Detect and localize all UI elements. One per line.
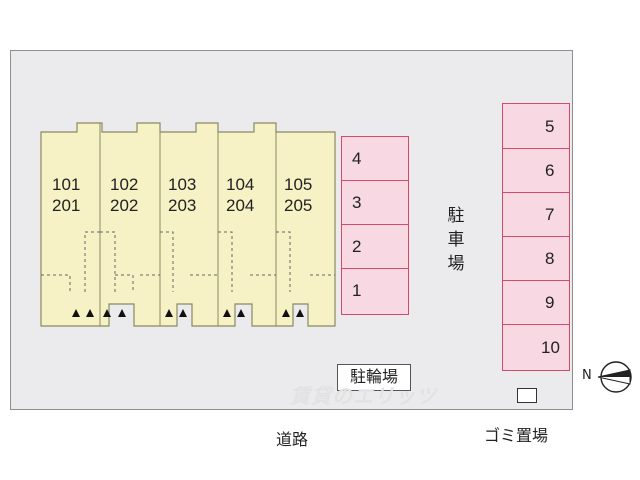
parking-number: 5 bbox=[545, 117, 555, 136]
parking-space: 4 bbox=[341, 136, 409, 181]
bicycle-parking-label: 駐輪場 bbox=[337, 364, 411, 391]
parking-number: 6 bbox=[545, 161, 555, 180]
unit-number-top: 105 bbox=[284, 175, 313, 194]
parking-number: 4 bbox=[352, 149, 362, 168]
unit-number-bottom: 204 bbox=[226, 196, 255, 215]
parking-number: 10 bbox=[541, 338, 560, 357]
unit-number-top: 102 bbox=[110, 175, 139, 194]
parking-number: 8 bbox=[545, 249, 555, 268]
parking-number: 1 bbox=[352, 281, 362, 300]
unit-number-bottom: 202 bbox=[110, 196, 139, 215]
parking-space: 5 bbox=[502, 103, 570, 149]
entry-arrow bbox=[282, 309, 290, 317]
unit-102-202: 102 202 bbox=[110, 174, 156, 216]
garbage-area-label: ゴミ置場 bbox=[484, 426, 549, 445]
garbage-area-box bbox=[517, 388, 537, 403]
watermark-text: 賃貸のエリッツ bbox=[290, 384, 437, 408]
building-outline bbox=[40, 122, 336, 327]
parking-number: 9 bbox=[545, 293, 555, 312]
unit-103-203: 103 203 bbox=[168, 174, 214, 216]
parking-lot-label-char: 場 bbox=[447, 254, 465, 274]
entry-arrow bbox=[103, 309, 111, 317]
entry-arrow bbox=[165, 309, 173, 317]
unit-104-204: 104 204 bbox=[226, 174, 272, 216]
entry-arrow bbox=[72, 309, 80, 317]
unit-number-bottom: 203 bbox=[168, 196, 197, 215]
parking-lot-label-char: 駐 bbox=[447, 206, 465, 226]
parking-space: 6 bbox=[502, 148, 570, 193]
parking-number: 2 bbox=[352, 237, 362, 256]
parking-space: 10 bbox=[502, 324, 570, 371]
parking-lot-label: 駐車場 bbox=[446, 204, 466, 276]
north-arrow-icon bbox=[597, 361, 632, 393]
watermark-logo: 賃貸のエリッツ bbox=[290, 380, 437, 409]
parking-space: 2 bbox=[341, 224, 409, 269]
unit-number-top: 104 bbox=[226, 175, 255, 194]
parking-space: 1 bbox=[341, 268, 409, 315]
parking-number: 3 bbox=[352, 193, 362, 212]
parking-space: 9 bbox=[502, 280, 570, 325]
road-label: 道路 bbox=[276, 430, 309, 449]
entry-arrow bbox=[296, 309, 304, 317]
compass-north-label: N bbox=[582, 368, 592, 383]
unit-105-205: 105 205 bbox=[284, 174, 330, 216]
entry-arrow bbox=[223, 309, 231, 317]
apartment-building: 101 201 102 202 103 203 104 204 105 205 bbox=[40, 122, 336, 327]
unit-number-top: 101 bbox=[52, 175, 81, 194]
parking-lot-label-char: 車 bbox=[447, 230, 465, 250]
entry-arrow bbox=[237, 309, 245, 317]
parking-lot-label-text: 駐車場 bbox=[446, 204, 466, 276]
parking-space: 7 bbox=[502, 192, 570, 237]
parking-space: 3 bbox=[341, 180, 409, 225]
entry-arrow bbox=[86, 309, 94, 317]
unit-number-bottom: 201 bbox=[52, 196, 81, 215]
parking-number: 7 bbox=[545, 205, 555, 224]
unit-number-bottom: 205 bbox=[284, 196, 313, 215]
parking-space: 8 bbox=[502, 236, 570, 281]
entry-arrow bbox=[179, 309, 187, 317]
entry-arrow bbox=[118, 309, 126, 317]
unit-101-201: 101 201 bbox=[52, 174, 98, 216]
unit-number-top: 103 bbox=[168, 175, 197, 194]
compass: N bbox=[580, 360, 634, 394]
